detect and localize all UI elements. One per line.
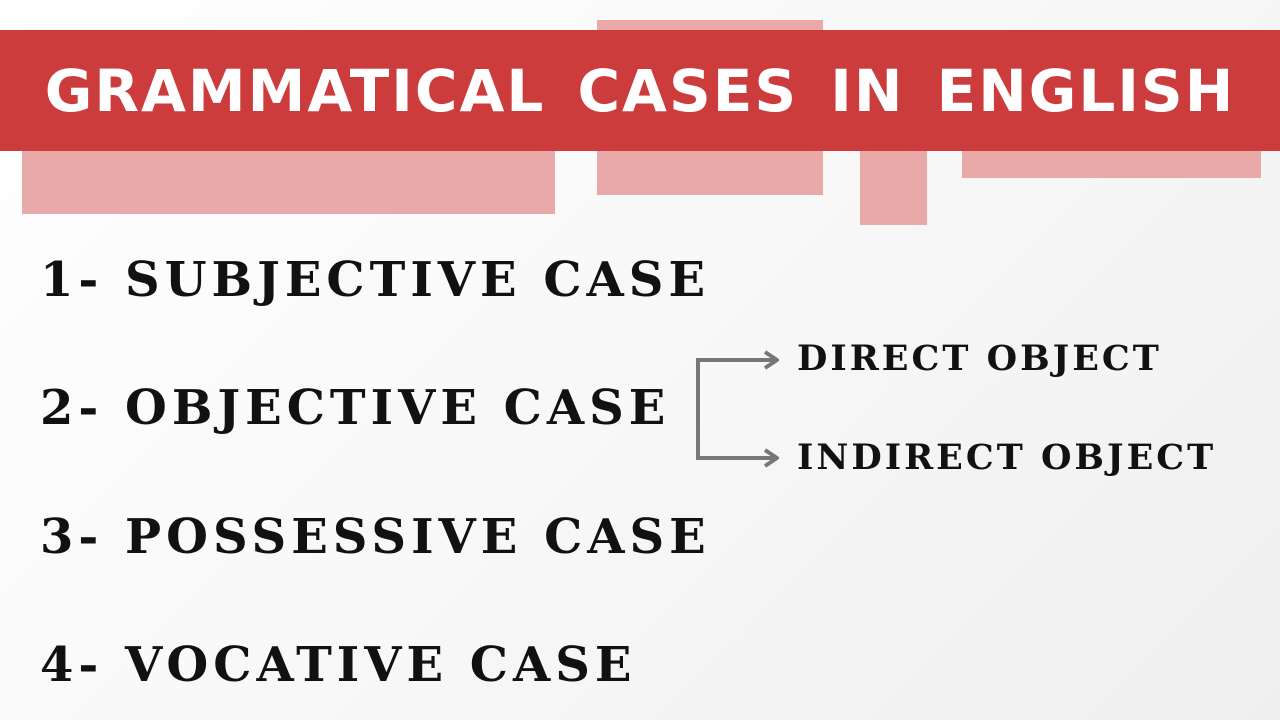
case-item-objective: 2- OBJECTIVE CASE bbox=[40, 380, 671, 436]
subtype-direct-object: DIRECT OBJECT bbox=[797, 338, 1162, 379]
decorative-block bbox=[22, 140, 555, 214]
title-banner: GRAMMATICAL CASES IN ENGLISH bbox=[0, 30, 1280, 151]
case-item-possessive: 3- POSSESSIVE CASE bbox=[40, 509, 711, 565]
branch-arrow-icon bbox=[696, 350, 779, 468]
subtype-indirect-object: INDIRECT OBJECT bbox=[797, 437, 1217, 478]
case-item-subjective: 1- SUBJECTIVE CASE bbox=[40, 252, 711, 308]
case-item-vocative: 4- VOCATIVE CASE bbox=[40, 637, 637, 693]
decorative-block bbox=[860, 140, 927, 225]
page-title: GRAMMATICAL CASES IN ENGLISH bbox=[44, 56, 1236, 125]
